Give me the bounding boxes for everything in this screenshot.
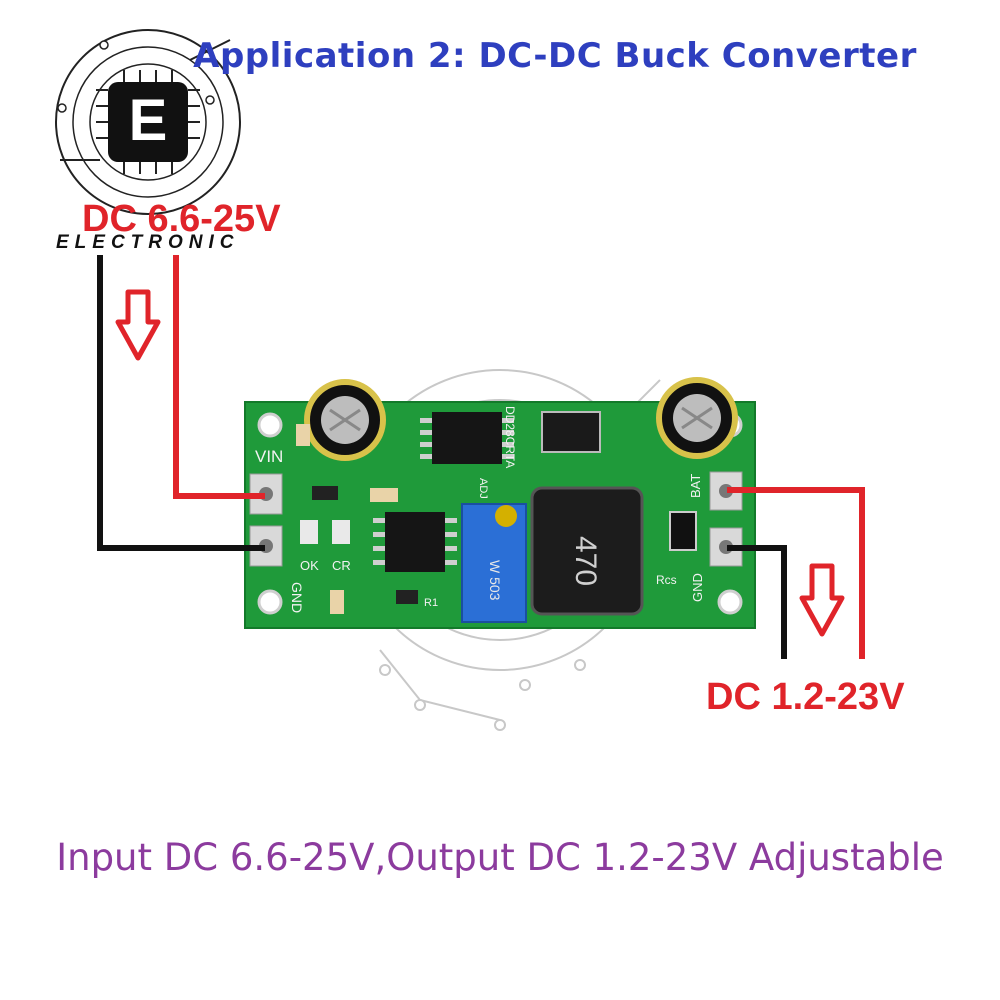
input-voltage-label: DC 6.6-25V bbox=[82, 198, 281, 240]
r1-silk: R1 bbox=[424, 597, 438, 609]
cr-silk: CR bbox=[332, 558, 351, 573]
gnd-right-silk: GND bbox=[690, 573, 705, 602]
logo-chip-icon: E bbox=[55, 29, 241, 215]
wires bbox=[97, 255, 865, 659]
output-positive-wire bbox=[727, 487, 865, 659]
model-silk: DD28CRTA bbox=[503, 406, 517, 468]
down-arrow-icon bbox=[799, 563, 845, 637]
watermark bbox=[349, 369, 661, 731]
logo-text: ELECTRONIC bbox=[56, 232, 240, 253]
vin-silk: VIN bbox=[255, 447, 283, 466]
rcs-silk: Rcs bbox=[656, 573, 677, 587]
ok-silk: OK bbox=[300, 558, 319, 573]
input-ground-wire bbox=[97, 255, 265, 551]
caption: Input DC 6.6-25V,Output DC 1.2-23V Adjus… bbox=[56, 836, 944, 879]
logo-letter: E bbox=[129, 88, 168, 153]
output-voltage-label: DC 1.2-23V bbox=[706, 676, 905, 718]
page-title: Application 2: DC-DC Buck Converter bbox=[193, 36, 917, 76]
adj-silk: ADJ bbox=[477, 478, 489, 499]
pcb-board: VIN OK CR R1 Rcs GND BAT GND ADJ DD28CRT… bbox=[244, 377, 756, 629]
inductor-label: 470 bbox=[569, 536, 602, 586]
pot-label: W 503 bbox=[487, 560, 503, 601]
bat-silk: BAT bbox=[688, 474, 703, 498]
input-positive-wire bbox=[173, 255, 265, 499]
down-arrow-icon bbox=[115, 289, 161, 361]
output-ground-wire bbox=[727, 545, 787, 659]
gnd-left-silk: GND bbox=[289, 582, 305, 613]
